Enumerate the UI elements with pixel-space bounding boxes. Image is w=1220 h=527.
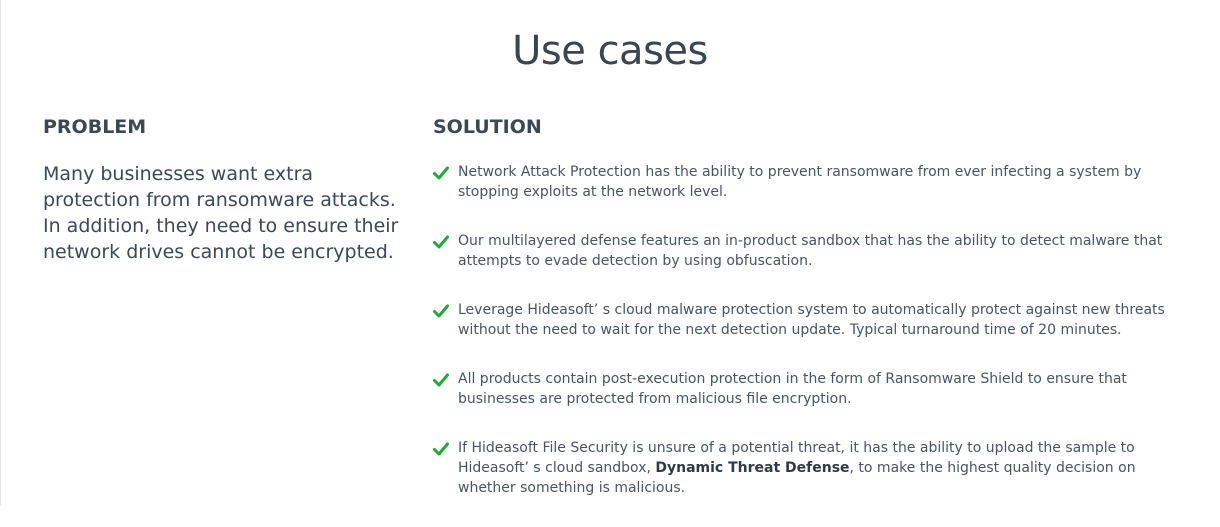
solution-item-text: Leverage Hideasoft’ s cloud malware prot… xyxy=(458,302,1165,338)
solution-item-text: If Hideasoft File Security is unsure of … xyxy=(458,440,1136,496)
solution-item-text: All products contain post-execution prot… xyxy=(458,371,1127,407)
solution-item: All products contain post-execution prot… xyxy=(433,369,1193,409)
check-icon xyxy=(433,166,449,180)
check-icon xyxy=(433,373,449,387)
solution-item: Network Attack Protection has the abilit… xyxy=(433,162,1193,202)
page-title: Use cases xyxy=(512,28,708,74)
problem-description: Many businesses want extra protection fr… xyxy=(43,163,399,263)
solution-item-text: Network Attack Protection has the abilit… xyxy=(458,164,1142,200)
solution-heading: SOLUTION xyxy=(433,116,542,138)
check-icon xyxy=(433,304,449,318)
solution-item-text-before: If Hideasoft File Security is unsure of … xyxy=(458,440,1135,476)
solution-item: Our multilayered defense features an in-… xyxy=(433,231,1193,271)
solution-list: Network Attack Protection has the abilit… xyxy=(433,162,1193,527)
solution-item: If Hideasoft File Security is unsure of … xyxy=(433,438,1193,498)
page-left-border xyxy=(0,0,1,505)
problem-heading: PROBLEM xyxy=(43,116,147,138)
check-icon xyxy=(433,235,449,249)
check-icon xyxy=(433,442,449,456)
solution-item-text: Our multilayered defense features an in-… xyxy=(458,233,1163,269)
solution-item-text-after: , to make the highest quality decision o… xyxy=(458,460,1136,496)
dynamic-threat-defense-term: Dynamic Threat Defense xyxy=(655,460,850,476)
solution-item: Leverage Hideasoft’ s cloud malware prot… xyxy=(433,300,1193,340)
